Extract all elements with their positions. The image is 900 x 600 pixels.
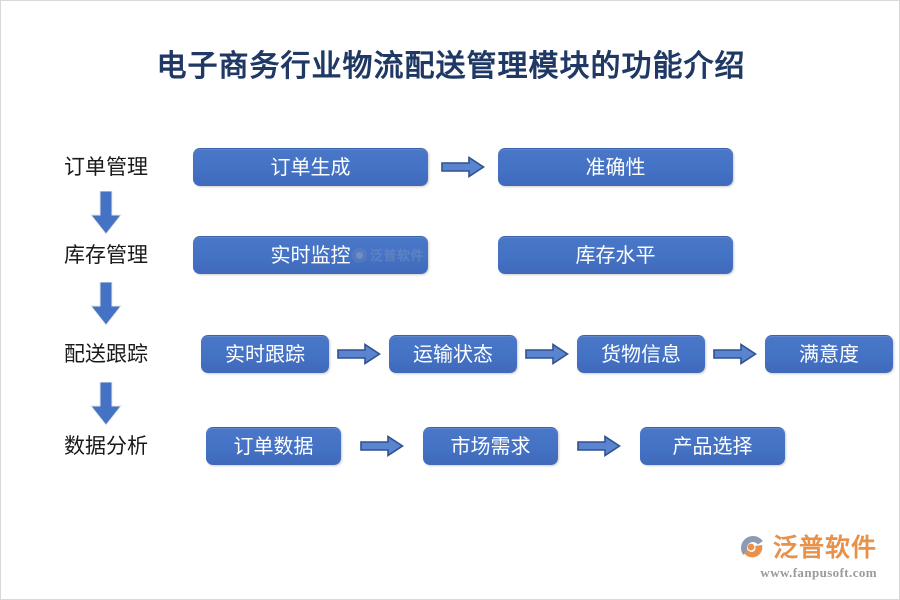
- watermark-text: 泛普软件: [369, 247, 424, 263]
- process-box-product-selection[interactable]: 产品选择: [640, 427, 785, 465]
- row-label-inventory-management: 库存管理: [64, 243, 148, 267]
- process-row-order-management: 订单管理 订单生成 准确性: [1, 145, 899, 189]
- right-arrow-icon: [713, 343, 757, 365]
- brand-logo: 泛普软件 www.fanpusoft.com: [738, 533, 877, 581]
- right-arrow-icon: [577, 435, 621, 457]
- process-box-accuracy[interactable]: 准确性: [498, 148, 733, 186]
- process-box-order-generation[interactable]: 订单生成: [193, 148, 428, 186]
- row-track-data-analysis: 订单数据 市场需求 产品选择: [206, 424, 785, 468]
- process-row-data-analysis: 数据分析 订单数据 市场需求 产品选择: [1, 424, 899, 468]
- down-arrow-icon-2: [89, 282, 123, 326]
- brand-logo-icon: [738, 533, 768, 563]
- row-track-delivery-tracking: 实时跟踪 运输状态 货物信息: [201, 332, 893, 376]
- down-arrow-icon-1: [89, 191, 123, 235]
- right-arrow-icon: [360, 435, 404, 457]
- process-box-label: 实时监控: [270, 245, 351, 267]
- row-label-delivery-tracking: 配送跟踪: [64, 342, 148, 366]
- right-arrow-icon: [441, 156, 485, 178]
- process-box-market-demand[interactable]: 市场需求: [423, 427, 558, 465]
- process-row-delivery-tracking: 配送跟踪 实时跟踪 运输状态 货物信息: [1, 332, 899, 376]
- right-arrow-icon: [525, 343, 569, 365]
- process-box-label: 产品选择: [672, 436, 753, 458]
- page-title: 电子商务行业物流配送管理模块的功能介绍: [156, 50, 746, 83]
- process-box-order-data[interactable]: 订单数据: [206, 427, 341, 465]
- row-track-inventory-management: 实时监控 泛普软件 库存水平: [193, 233, 733, 277]
- process-box-label: 市场需求: [450, 436, 531, 458]
- process-box-label: 库存水平: [575, 245, 656, 267]
- process-box-label: 货物信息: [601, 344, 681, 366]
- process-box-label: 实时跟踪: [225, 344, 305, 366]
- process-box-realtime-tracking[interactable]: 实时跟踪: [201, 335, 329, 373]
- process-box-label: 订单数据: [233, 436, 314, 458]
- process-box-label: 运输状态: [413, 344, 493, 366]
- right-arrow-icon: [337, 343, 381, 365]
- row-label-data-analysis: 数据分析: [64, 434, 148, 458]
- brand-logo-url: www.fanpusoft.com: [760, 565, 877, 580]
- process-row-inventory-management: 库存管理 实时监控 泛普软件 库存水平: [1, 233, 899, 277]
- brand-logo-row: 泛普软件: [738, 533, 877, 563]
- process-box-label: 满意度: [799, 344, 859, 366]
- row-track-order-management: 订单生成 准确性: [193, 145, 733, 189]
- process-box-transport-status[interactable]: 运输状态: [389, 335, 517, 373]
- process-box-label: 准确性: [585, 157, 646, 179]
- process-box-satisfaction[interactable]: 满意度: [765, 335, 893, 373]
- process-box-realtime-monitoring[interactable]: 实时监控 泛普软件: [193, 236, 428, 274]
- process-box-cargo-info[interactable]: 货物信息: [577, 335, 705, 373]
- watermark-overlay: 泛普软件: [351, 237, 424, 275]
- down-arrow-icon-3: [89, 382, 123, 426]
- row-label-order-management: 订单管理: [64, 155, 148, 179]
- watermark-logo-icon: [351, 248, 367, 263]
- process-box-label: 订单生成: [270, 157, 351, 179]
- brand-logo-name: 泛普软件: [772, 533, 877, 562]
- process-box-inventory-level[interactable]: 库存水平: [498, 236, 733, 274]
